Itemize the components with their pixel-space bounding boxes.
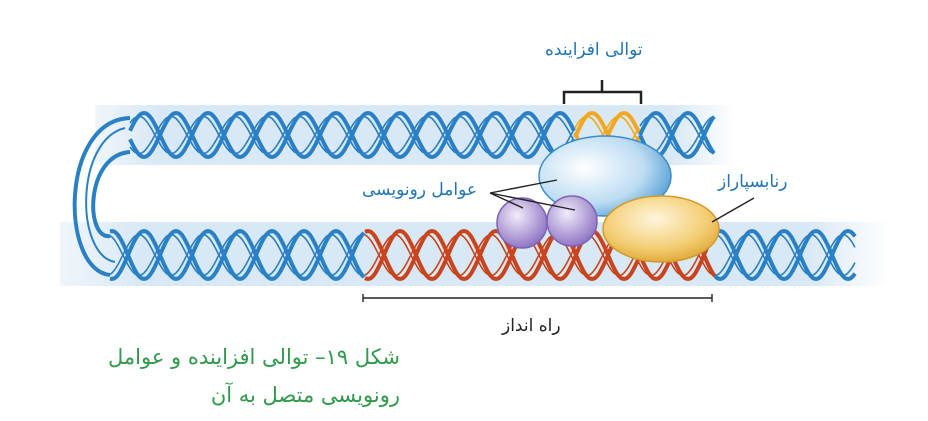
- bottom-helix-strand-1-back: [109, 233, 364, 277]
- bottom-helix-strand-1-back: [714, 233, 856, 277]
- dna-loop: [72, 116, 131, 277]
- bottom-helix-strand-2-back: [109, 233, 364, 277]
- caption-line-2: رونویسی متصل به آن: [210, 383, 400, 407]
- bottom-helix-strand-2: [109, 228, 366, 282]
- transcription-factors-label: عوامل رونویسی: [362, 180, 478, 200]
- bottom-helix-strand-1: [109, 228, 366, 282]
- top-helix-strand-2-back: [129, 115, 575, 155]
- dna-loop: [91, 150, 131, 238]
- promoter-label: راه انداز: [502, 316, 561, 336]
- dna-loop: [85, 127, 126, 263]
- top-helix-strand-2: [638, 110, 716, 160]
- transcription-factor-1: [496, 197, 548, 249]
- transcription-factor-2: [546, 195, 598, 247]
- enhancer-label: توالی افزاینده: [545, 40, 643, 60]
- top-helix-strand-2: [128, 110, 576, 160]
- top-helix-strand-1-back: [129, 115, 575, 155]
- bottom-helix-strand-1-back: [364, 233, 716, 277]
- figure-caption: شکل ۱۹– توالی افزاینده و عوامل رونویسی م…: [40, 338, 400, 414]
- bottom-helix-strand-1: [364, 229, 717, 281]
- enhancer-bracket: [562, 80, 643, 104]
- top-helix-strand-2-back: [639, 115, 715, 155]
- rna-polymerase: [602, 195, 720, 263]
- bottom-helix-strand-2-back: [714, 233, 856, 277]
- pointer-lines: [489, 179, 755, 223]
- promoter-span-line: [362, 294, 713, 302]
- caption-line-1: شکل ۱۹– توالی افزاینده و عوامل: [108, 345, 400, 369]
- rna-polymerase-label: رنابسپاراز: [718, 172, 788, 192]
- bottom-helix-strand-2: [713, 229, 857, 281]
